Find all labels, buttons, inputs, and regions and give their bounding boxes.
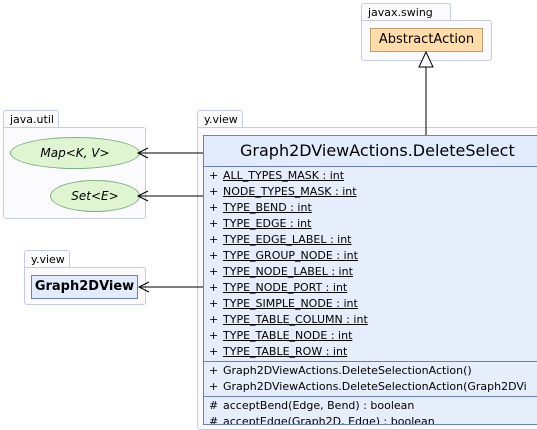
visibility-marker: + [209, 201, 219, 214]
field-row[interactable]: + TYPE_SIMPLE_NODE : int [204, 296, 537, 312]
package-label: javax.swing [361, 3, 451, 21]
member-signature: TYPE_EDGE_LABEL : int [223, 233, 352, 246]
dependency-graph2dview-arrowhead [137, 281, 150, 293]
visibility-marker: + [209, 265, 219, 278]
method-row[interactable]: # acceptBend(Edge, Bend) : boolean [204, 398, 537, 414]
field-row[interactable]: + TYPE_EDGE_LABEL : int [204, 232, 537, 248]
visibility-marker: + [209, 249, 219, 262]
member-signature: TYPE_EDGE : int [223, 217, 312, 230]
visibility-marker: + [209, 297, 219, 310]
visibility-marker: # [209, 399, 219, 412]
visibility-marker: + [209, 313, 219, 326]
field-row[interactable]: + TYPE_NODE_LABEL : int [204, 264, 537, 280]
visibility-marker: + [209, 380, 219, 393]
constructor-row[interactable]: + Graph2DViewActions.DeleteSelectionActio… [204, 379, 537, 395]
field-row[interactable]: + TYPE_EDGE : int [204, 216, 537, 232]
field-row[interactable]: + TYPE_TABLE_COLUMN : int [204, 312, 537, 328]
interface-set[interactable]: Set<E> [50, 180, 140, 212]
package-y-view-small: y.view Graph2DView [24, 250, 146, 305]
class-delete-selection-action[interactable]: Graph2DViewActions.DeleteSelect + ALL_TYP… [203, 135, 537, 425]
visibility-marker: + [209, 364, 219, 377]
member-signature: TYPE_GROUP_NODE : int [223, 249, 358, 262]
connector-lines [136, 50, 434, 293]
constructor-row[interactable]: + Graph2DViewActions.DeleteSelectionActio… [204, 363, 537, 379]
field-row[interactable]: + TYPE_TABLE_NODE : int [204, 328, 537, 344]
package-label: y.view [24, 250, 70, 268]
visibility-marker: + [209, 185, 219, 198]
class-abstract-action[interactable]: AbstractAction [370, 28, 483, 52]
member-signature: TYPE_TABLE_ROW : int [223, 345, 348, 358]
visibility-marker: + [209, 217, 219, 230]
visibility-marker: + [209, 329, 219, 342]
member-signature: TYPE_NODE_LABEL : int [223, 265, 353, 278]
member-signature: TYPE_SIMPLE_NODE : int [223, 297, 358, 310]
member-signature: acceptEdge(Graph2D, Edge) : boolean [223, 415, 435, 425]
field-row[interactable]: + ALL_TYPES_MASK : int [204, 168, 537, 184]
dependency-map-arrowhead [136, 147, 149, 159]
field-row[interactable]: + TYPE_TABLE_ROW : int [204, 344, 537, 360]
package-java-util: java.util Map<K, V> Set<E> [3, 110, 146, 219]
member-signature: Graph2DViewActions.DeleteSelectionAction… [223, 364, 472, 377]
package-label: y.view [197, 110, 243, 128]
generalization-arrowhead [418, 50, 434, 68]
class-graph2dview[interactable]: Graph2DView [31, 275, 138, 299]
visibility-marker: + [209, 281, 219, 294]
member-signature: TYPE_NODE_PORT : int [223, 281, 348, 294]
field-row[interactable]: + TYPE_GROUP_NODE : int [204, 248, 537, 264]
interface-map[interactable]: Map<K, V> [10, 137, 140, 169]
member-signature: TYPE_BEND : int [223, 201, 312, 214]
member-signature: ALL_TYPES_MASK : int [223, 169, 345, 182]
visibility-marker: + [209, 233, 219, 246]
package-label: java.util [3, 110, 59, 128]
dependency-set-arrowhead [136, 190, 149, 202]
member-signature: TYPE_TABLE_COLUMN : int [223, 313, 368, 326]
class-title: Graph2DViewActions.DeleteSelect [204, 136, 537, 167]
visibility-marker: + [209, 169, 219, 182]
field-row[interactable]: + NODE_TYPES_MASK : int [204, 184, 537, 200]
constructors-section: + Graph2DViewActions.DeleteSelectionActio… [204, 362, 537, 397]
member-signature: acceptBend(Edge, Bend) : boolean [223, 399, 415, 412]
member-signature: TYPE_TABLE_NODE : int [223, 329, 353, 342]
fields-section: + ALL_TYPES_MASK : int + NODE_TYPES_MASK : … [204, 167, 537, 362]
field-row[interactable]: + TYPE_BEND : int [204, 200, 537, 216]
member-signature: Graph2DViewActions.DeleteSelectionAction… [223, 380, 527, 393]
field-row[interactable]: + TYPE_NODE_PORT : int [204, 280, 537, 296]
member-signature: NODE_TYPES_MASK : int [223, 185, 357, 198]
visibility-marker: + [209, 345, 219, 358]
